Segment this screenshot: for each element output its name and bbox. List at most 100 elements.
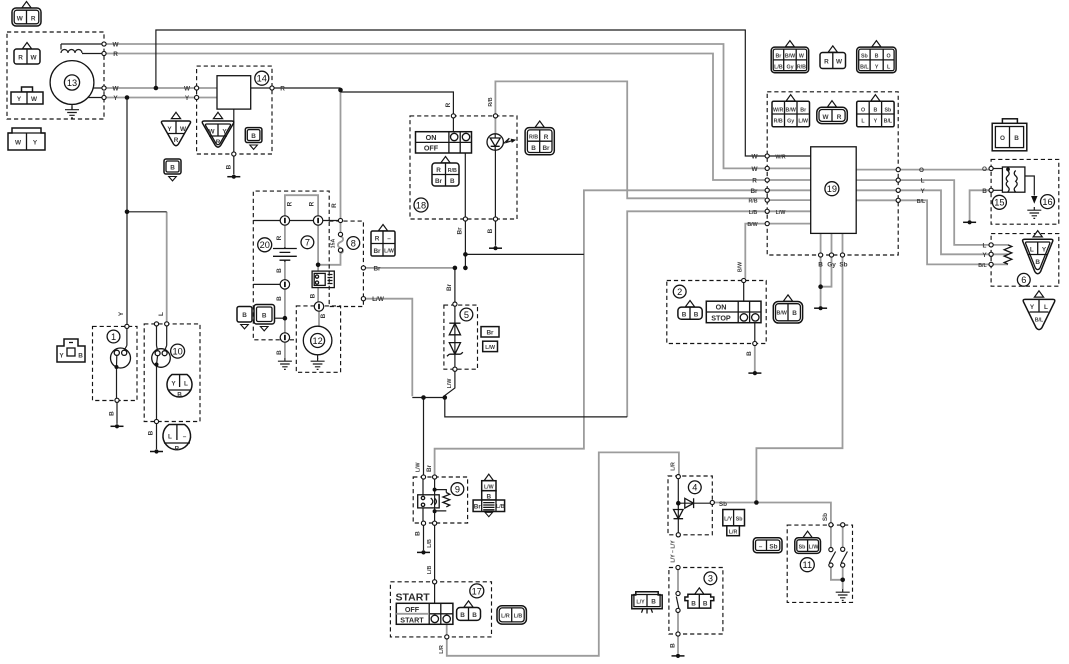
svg-text:R: R [544, 134, 549, 141]
svg-text:L: L [184, 381, 188, 388]
svg-text:Br: Br [474, 503, 482, 510]
svg-text:B: B [415, 531, 422, 536]
svg-text:L/R: L/R [729, 529, 738, 535]
svg-text:W: W [822, 114, 829, 121]
svg-text:L: L [158, 312, 165, 316]
svg-text:W/R: W/R [775, 154, 785, 160]
svg-text:B: B [746, 351, 753, 356]
svg-text:Y: Y [33, 140, 38, 147]
svg-text:Y: Y [982, 252, 987, 259]
svg-text:B/W: B/W [786, 108, 796, 114]
svg-text:L/W: L/W [485, 345, 495, 351]
svg-text:R: R [436, 167, 441, 174]
svg-text:L/B: L/B [774, 64, 783, 70]
svg-text:L/B: L/B [496, 504, 505, 510]
svg-text:Y: Y [17, 96, 22, 103]
svg-text:Y: Y [59, 353, 64, 360]
svg-text:–: – [759, 543, 763, 550]
svg-text:W: W [112, 42, 119, 49]
svg-text:Y: Y [118, 311, 125, 316]
svg-text:R: R [445, 102, 452, 107]
svg-text:B: B [147, 430, 154, 435]
svg-text:L: L [1044, 304, 1048, 311]
svg-text:Y: Y [920, 188, 925, 195]
svg-text:B: B [262, 313, 267, 320]
svg-text:B: B [682, 311, 687, 318]
svg-text:B/W: B/W [785, 53, 795, 59]
svg-text:Br: Br [486, 329, 494, 336]
svg-text:STOP: STOP [711, 314, 731, 323]
svg-text:L: L [921, 178, 925, 185]
svg-text:Sb: Sb [799, 545, 807, 551]
svg-text:Br: Br [373, 265, 381, 272]
svg-text:B: B [276, 296, 283, 301]
svg-text:L/B: L/B [427, 566, 433, 575]
svg-text:Y: Y [874, 118, 878, 124]
svg-text:L/W: L/W [416, 462, 422, 472]
svg-text:START: START [396, 592, 431, 604]
svg-text:W: W [799, 53, 804, 59]
svg-text:B: B [78, 353, 83, 360]
svg-text:Br: Br [373, 248, 381, 255]
svg-text:B: B [694, 311, 699, 318]
svg-text:5: 5 [464, 310, 469, 320]
svg-text:Br: Br [800, 108, 806, 114]
svg-text:B: B [175, 446, 180, 453]
svg-text:Y: Y [875, 64, 879, 70]
svg-text:B: B [818, 262, 823, 269]
svg-text:L/R: L/R [439, 645, 445, 654]
svg-text:L/W: L/W [809, 545, 819, 551]
svg-text:OFF: OFF [405, 605, 420, 614]
svg-text:L: L [168, 434, 172, 441]
svg-text:L/B: L/B [514, 613, 523, 619]
svg-text:L: L [983, 242, 987, 249]
svg-text:B: B [242, 312, 247, 319]
svg-text:L/Y: L/Y [636, 599, 645, 605]
svg-text:W/R: W/R [773, 108, 783, 114]
svg-text:L/B: L/B [749, 210, 758, 216]
svg-text:L: L [861, 118, 865, 124]
svg-text:Br: Br [775, 53, 781, 59]
svg-text:L/W: L/W [384, 249, 394, 255]
svg-text:L/B: L/B [427, 539, 433, 548]
svg-text:R: R [309, 201, 316, 206]
svg-text:Y: Y [113, 95, 118, 102]
svg-text:B: B [703, 600, 708, 607]
svg-text:Gy: Gy [827, 262, 836, 269]
svg-text:B/L: B/L [860, 64, 869, 70]
svg-text:17: 17 [472, 586, 482, 596]
svg-text:B: B [531, 145, 536, 152]
svg-text:R/B: R/B [748, 199, 757, 205]
svg-text:Y: Y [171, 381, 176, 388]
svg-text:R: R [18, 55, 23, 62]
svg-text:Sb: Sb [885, 108, 893, 114]
svg-text:Y: Y [167, 126, 172, 133]
svg-text:B: B [792, 310, 797, 317]
svg-text:R/B: R/B [488, 97, 494, 106]
svg-text:B: B [669, 643, 676, 648]
svg-text:R: R [287, 201, 294, 206]
svg-text:B: B [320, 313, 327, 318]
svg-text:ON: ON [426, 133, 437, 142]
svg-text:11: 11 [803, 560, 813, 570]
svg-text:B: B [472, 612, 477, 619]
svg-text:R: R [31, 15, 36, 22]
svg-text:6: 6 [1021, 275, 1026, 285]
svg-text:9: 9 [455, 485, 460, 495]
svg-text:Br: Br [750, 188, 758, 195]
svg-text:18: 18 [416, 200, 426, 210]
svg-text:B: B [309, 293, 316, 298]
svg-text:–: – [387, 236, 391, 243]
svg-text:Br: Br [426, 464, 433, 472]
svg-text:O: O [861, 108, 865, 114]
svg-text:B: B [276, 268, 283, 273]
svg-text:W: W [17, 15, 24, 22]
svg-text:OFF: OFF [424, 143, 439, 152]
svg-text:L/Y: L/Y [724, 517, 733, 523]
svg-text:B/W: B/W [747, 222, 757, 228]
svg-text:8: 8 [351, 238, 356, 248]
svg-text:Y: Y [185, 95, 190, 102]
svg-text:R: R [276, 235, 283, 240]
svg-text:B/L: B/L [978, 263, 987, 269]
svg-text:R: R [280, 86, 285, 93]
